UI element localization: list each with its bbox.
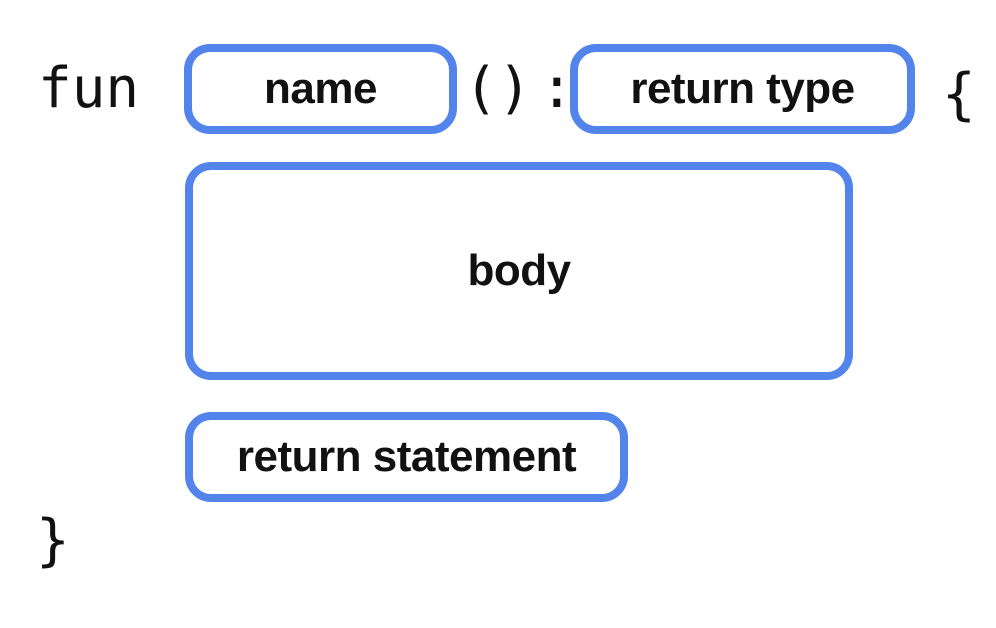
body-slot-label: body [467,246,571,295]
body-slot-box: body [185,162,853,380]
return-type-slot-box: return type [570,44,915,134]
name-slot-box: name [184,44,457,134]
return-type-slot-label: return type [630,64,855,113]
return-statement-slot-box: return statement [185,412,628,502]
colon-token: : [540,56,574,121]
fun-keyword: fun [38,56,140,121]
parentheses-token: () [464,56,532,121]
close-brace-token: } [36,508,70,573]
return-statement-slot-label: return statement [236,432,577,481]
open-brace-token: { [942,62,976,127]
name-slot-label: name [264,64,377,113]
